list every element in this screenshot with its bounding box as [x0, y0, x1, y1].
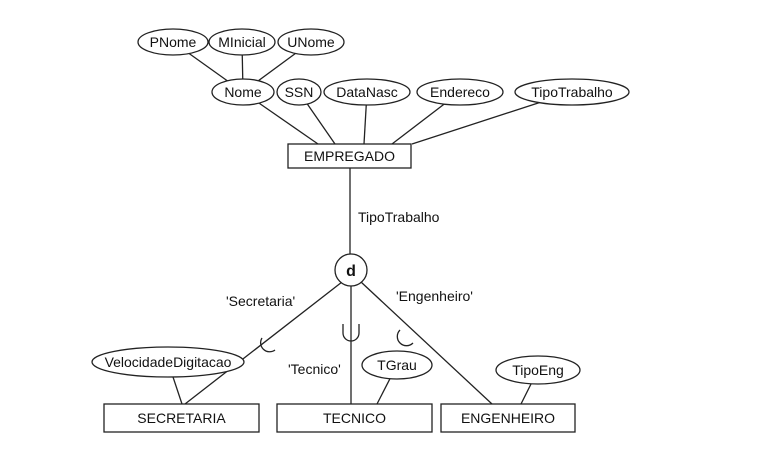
subset-symbol-engenheiro	[396, 329, 414, 347]
attribute-label: MInicial	[218, 34, 265, 50]
attribute-velocidadedigitacao: VelocidadeDigitacao	[91, 346, 245, 378]
specialization-circle: d	[334, 253, 368, 287]
attribute-label: PNome	[150, 34, 197, 50]
attribute-endereco: Endereco	[416, 78, 504, 106]
entity-label: ENGENHEIRO	[461, 410, 555, 426]
entity-empregado: EMPREGADO	[287, 143, 412, 169]
attribute-pnome: PNome	[137, 28, 209, 56]
attribute-label: UNome	[287, 34, 335, 50]
attribute-label: DataNasc	[336, 84, 397, 100]
attribute-label: TipoTrabalho	[531, 84, 613, 100]
attribute-label: TipoEng	[512, 362, 564, 378]
condition-secretaria: 'Secretaria'	[226, 293, 295, 309]
condition-engenheiro: 'Engenheiro'	[396, 288, 473, 304]
attribute-nome: Nome	[211, 78, 275, 106]
attribute-datanasc: DataNasc	[323, 78, 411, 106]
disjoint-symbol: d	[346, 263, 356, 280]
attribute-label: Endereco	[430, 84, 490, 100]
attribute-label: Nome	[224, 84, 262, 100]
attribute-label: TGrau	[377, 357, 417, 373]
entity-engenheiro: ENGENHEIRO	[440, 403, 576, 433]
discriminator-label: TipoTrabalho	[358, 209, 440, 225]
entity-label: SECRETARIA	[137, 410, 226, 426]
condition-tecnico: 'Tecnico'	[288, 361, 341, 377]
attribute-ssn: SSN	[276, 78, 322, 106]
entity-tecnico: TECNICO	[276, 403, 433, 433]
subset-symbol-tecnico	[342, 324, 360, 342]
entity-label: TECNICO	[323, 410, 386, 426]
attribute-label: SSN	[285, 84, 314, 100]
entity-label: EMPREGADO	[304, 148, 395, 164]
entity-secretaria: SECRETARIA	[103, 403, 260, 433]
attribute-tipotrabalho: TipoTrabalho	[514, 78, 630, 106]
circle-engenheiro-link	[360, 281, 493, 405]
attribute-label: VelocidadeDigitacao	[105, 354, 232, 370]
attribute-minicial: MInicial	[208, 28, 276, 56]
attribute-tipoeng: TipoEng	[495, 355, 581, 385]
subset-symbol-secretaria	[259, 337, 276, 353]
circle-secretaria-link	[184, 281, 343, 405]
attribute-unome: UNome	[277, 28, 345, 56]
attribute-tgrau: TGrau	[361, 350, 433, 380]
